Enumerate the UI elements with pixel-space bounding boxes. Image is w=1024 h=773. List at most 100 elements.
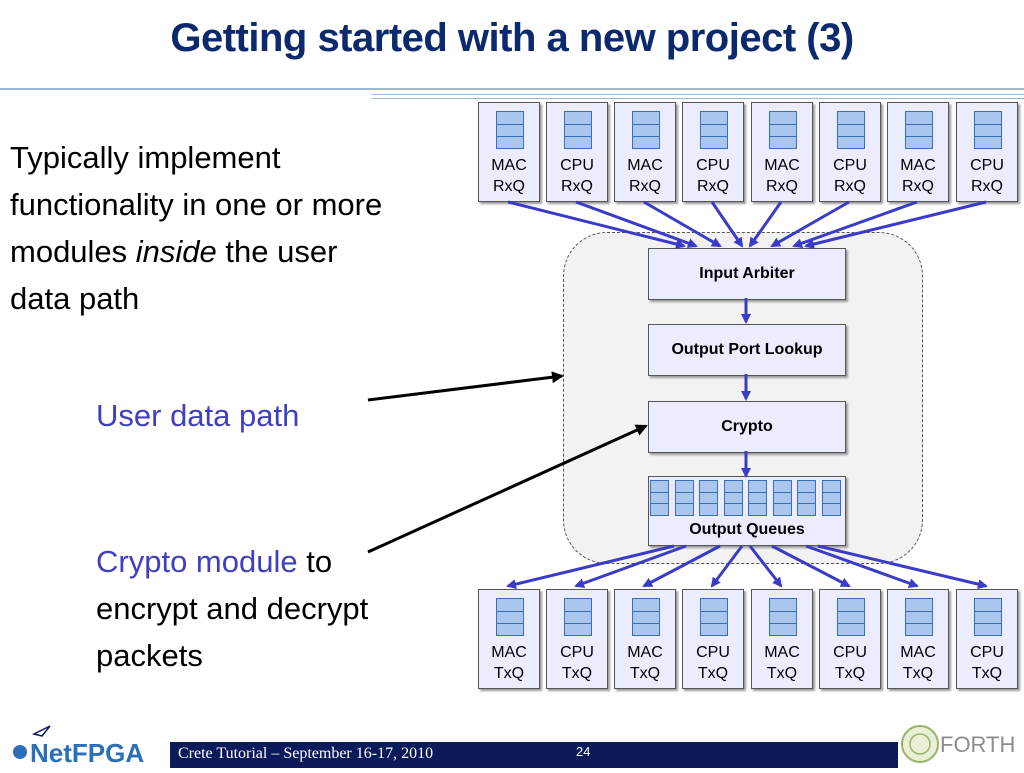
tx-queue-4: CPU TxQ <box>682 589 744 689</box>
pointer-crypto-module <box>367 424 648 554</box>
queue-label-line1: MAC <box>764 157 800 174</box>
rx-queue-7: MAC RxQ <box>887 102 949 202</box>
forth-logo-text: FORTH <box>940 732 1015 757</box>
output-queue-cell <box>650 480 669 516</box>
arrow-queues-to-tx <box>748 545 783 588</box>
arrow-rx-to-arbiter <box>575 200 698 248</box>
netfpga-logo: NetFPGA <box>6 720 171 768</box>
arrow-queues-to-tx <box>710 545 744 588</box>
crypto-module-text: Crypto module to encrypt and decrypt pac… <box>96 538 396 679</box>
arrow-queues-to-tx <box>817 544 988 590</box>
output-queue-cell <box>699 480 718 516</box>
arrow-queues-to-tx <box>574 544 687 588</box>
queue-label-line1: CPU <box>970 644 1004 661</box>
output-queues-label: Output Queues <box>689 521 805 538</box>
queue-icon <box>769 598 797 636</box>
queue-icon <box>496 111 524 149</box>
queue-label-line1: CPU <box>560 644 594 661</box>
queue-label-line1: CPU <box>970 157 1004 174</box>
queue-icon <box>564 598 592 636</box>
output-queue-cell <box>748 480 767 516</box>
netfpga-logo-text: NetFPGA <box>30 738 144 768</box>
tx-queue-label: CPU TxQ <box>683 642 743 684</box>
output-queue-cell <box>772 480 792 516</box>
queue-label-line1: CPU <box>696 157 730 174</box>
arrow-rx-to-arbiter <box>507 200 686 249</box>
queue-icon <box>700 598 728 636</box>
queue-label-line2: TxQ <box>629 665 661 682</box>
rx-queue-4: CPU RxQ <box>682 102 744 202</box>
tx-queue-label: MAC TxQ <box>479 642 539 684</box>
output-queue-cell <box>723 480 743 516</box>
queue-label-line1: MAC <box>491 644 527 661</box>
crypto-module-rest: to encrypt and decrypt packets <box>96 544 369 673</box>
queue-label-line2: RxQ <box>629 178 661 195</box>
queue-label-line1: MAC <box>627 157 663 174</box>
queue-icon <box>769 111 797 149</box>
queue-label-line2: RxQ <box>902 178 934 195</box>
forth-logo: FORTH <box>898 716 1024 768</box>
queue-label-line2: TxQ <box>971 665 1003 682</box>
title-divider-thin-2 <box>372 98 1024 99</box>
queue-label-line1: CPU <box>560 157 594 174</box>
queue-icon <box>905 598 933 636</box>
queue-label-line2: TxQ <box>493 665 525 682</box>
queue-label-line2: TxQ <box>697 665 729 682</box>
title-divider <box>0 88 1024 90</box>
footer-bar: Crete Tutorial – September 16-17, 2010 2… <box>170 742 898 768</box>
body-text-emphasis: inside <box>135 234 217 269</box>
queue-icon <box>974 111 1002 149</box>
queue-label-line2: RxQ <box>766 178 798 195</box>
queue-label-line1: CPU <box>696 644 730 661</box>
user-data-path-label: User data path <box>96 398 300 433</box>
queue-icon <box>632 111 660 149</box>
output-queue-cell <box>821 480 841 516</box>
rx-queue-5: MAC RxQ <box>751 102 813 202</box>
title-divider-thin-1 <box>372 94 1024 95</box>
queue-icon <box>496 598 524 636</box>
arrow-queues-to-tx <box>805 544 919 588</box>
arrow-queues-to-tx <box>506 544 675 589</box>
output-queue-cell <box>797 480 816 516</box>
arrow-queues-to-tx <box>771 544 851 588</box>
queue-icon <box>905 111 933 149</box>
arrow-rx-to-arbiter <box>710 201 744 248</box>
queue-label-line2: RxQ <box>493 178 525 195</box>
page-number: 24 <box>576 744 591 759</box>
queue-label-line1: MAC <box>900 157 936 174</box>
body-text-prefix: Typically implement functionality in one… <box>10 140 383 269</box>
queue-label-line2: RxQ <box>697 178 729 195</box>
arrow-rx-to-arbiter <box>792 200 918 249</box>
rx-queue-label: MAC RxQ <box>615 155 675 197</box>
queue-label-line1: MAC <box>627 644 663 661</box>
queue-icon <box>632 598 660 636</box>
arrow-rx-to-arbiter <box>748 201 783 248</box>
tx-queue-label: MAC TxQ <box>752 642 812 684</box>
queue-label-line2: TxQ <box>766 665 798 682</box>
arrow-queues-to-tx <box>642 544 721 588</box>
rx-queue-label: CPU RxQ <box>683 155 743 197</box>
input-arbiter-label: Input Arbiter <box>699 265 795 282</box>
queue-icon <box>837 111 865 149</box>
tx-queue-5: MAC TxQ <box>751 589 813 689</box>
queue-label-line1: CPU <box>833 644 867 661</box>
queue-label-line1: MAC <box>764 644 800 661</box>
pointer-user-data-path <box>367 371 564 402</box>
queue-label-line1: MAC <box>900 644 936 661</box>
queue-icon <box>700 111 728 149</box>
queue-icon <box>837 598 865 636</box>
